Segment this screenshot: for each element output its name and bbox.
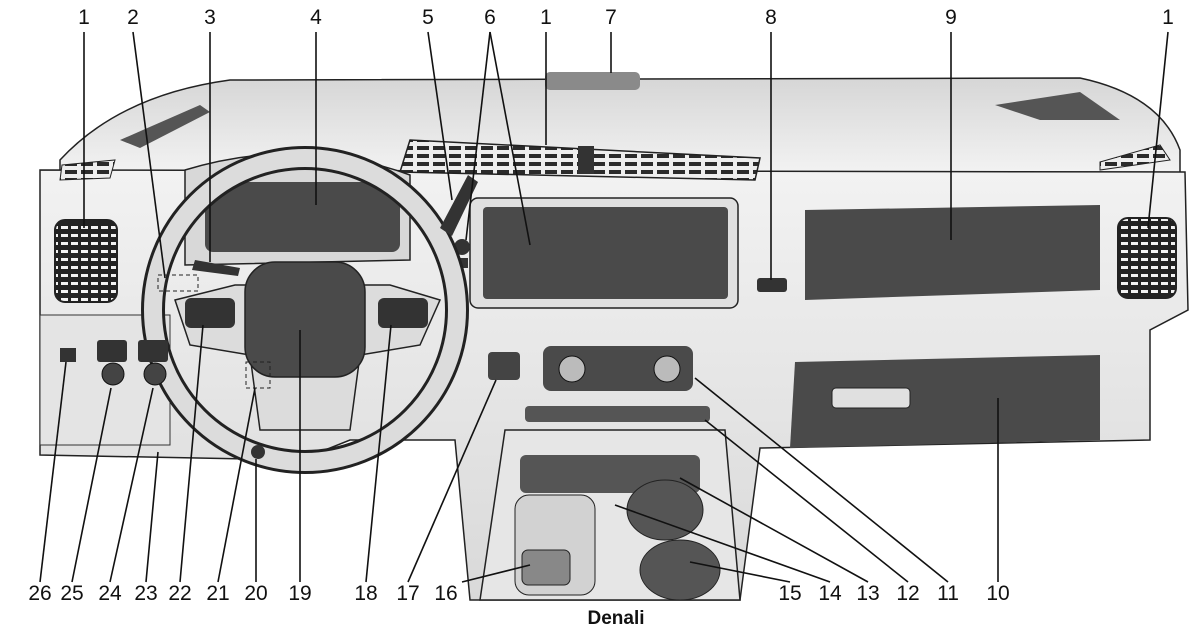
callout-24: 24	[98, 582, 122, 605]
callout-18: 18	[354, 582, 377, 605]
center-speaker-grille	[545, 72, 640, 90]
glove-box-handle	[831, 387, 911, 409]
callout-25: 25	[60, 582, 83, 605]
turn-signal-lever	[192, 260, 240, 276]
passenger-temp-knob	[653, 355, 681, 383]
tilt-lever-dashed-box	[245, 361, 271, 389]
callout-22: 22	[168, 582, 191, 605]
callout-9: 9	[945, 6, 957, 29]
callout-14: 14	[818, 582, 842, 605]
steering-wheel-rim-inner	[144, 149, 466, 471]
callout-8: 8	[765, 6, 777, 29]
callout-3: 3	[204, 6, 216, 29]
callout-11: 11	[937, 582, 959, 605]
knob-24	[143, 362, 167, 386]
airbag-hub	[244, 261, 366, 378]
callout-5: 5	[422, 6, 434, 29]
switch-bank-right	[138, 340, 168, 362]
top-callouts: 1 2 3 4 5 6 1 7 8 9 1	[78, 6, 1174, 29]
callout-13: 13	[856, 582, 879, 605]
left-wheel-controls	[185, 298, 235, 328]
callout-21: 21	[206, 582, 229, 605]
pedal-release-20	[251, 445, 265, 459]
callout-15: 15	[778, 582, 801, 605]
callout-1-center: 1	[540, 6, 552, 29]
left-side-vent	[59, 159, 116, 181]
climate-control-panel	[543, 346, 693, 391]
glove-box	[790, 355, 1100, 448]
switch-26	[60, 348, 76, 362]
callout-19: 19	[288, 582, 311, 605]
figure-caption: Denali	[587, 608, 644, 629]
callout-23: 23	[134, 582, 157, 605]
callout-4: 4	[310, 6, 322, 29]
instrument-cluster	[205, 182, 400, 252]
callout-10: 10	[986, 582, 1009, 605]
dashboard-illustration	[39, 72, 1189, 601]
callout-26: 26	[28, 582, 51, 605]
center-vent-tab	[578, 146, 594, 174]
right-air-outlet	[1117, 217, 1177, 299]
cupholder-front	[626, 479, 704, 541]
callout-7: 7	[605, 6, 617, 29]
callout-1-left: 1	[78, 6, 90, 29]
callout-2: 2	[127, 6, 139, 29]
callout-12: 12	[896, 582, 919, 605]
drive-mode-control	[521, 549, 571, 586]
bottom-callouts: 26 25 24 23 22 21 20 19 18 17 16 15 14 1…	[28, 582, 1009, 605]
callout-17: 17	[396, 582, 419, 605]
shift-lever-stalk	[440, 175, 478, 236]
right-side-vent	[1099, 144, 1171, 171]
cupholder-rear	[639, 539, 721, 601]
passenger-airbag-indicator	[757, 278, 787, 292]
climate-button-row	[525, 406, 710, 422]
callout-6: 6	[484, 6, 496, 29]
left-speaker-grille	[120, 105, 210, 148]
callout-20: 20	[244, 582, 267, 605]
hazard-switch	[488, 352, 520, 380]
callout-1-right: 1	[1162, 6, 1174, 29]
left-air-outlet	[54, 219, 118, 303]
driver-temp-knob	[558, 355, 586, 383]
passenger-trim-panel	[805, 205, 1100, 300]
right-wheel-controls	[378, 298, 428, 328]
knob-25	[101, 362, 125, 386]
switch-bank-left	[97, 340, 127, 362]
callout-leader-lines	[39, 31, 1169, 583]
infotainment-screen	[483, 207, 728, 299]
right-speaker-grille	[995, 92, 1120, 120]
callout-16: 16	[434, 582, 457, 605]
